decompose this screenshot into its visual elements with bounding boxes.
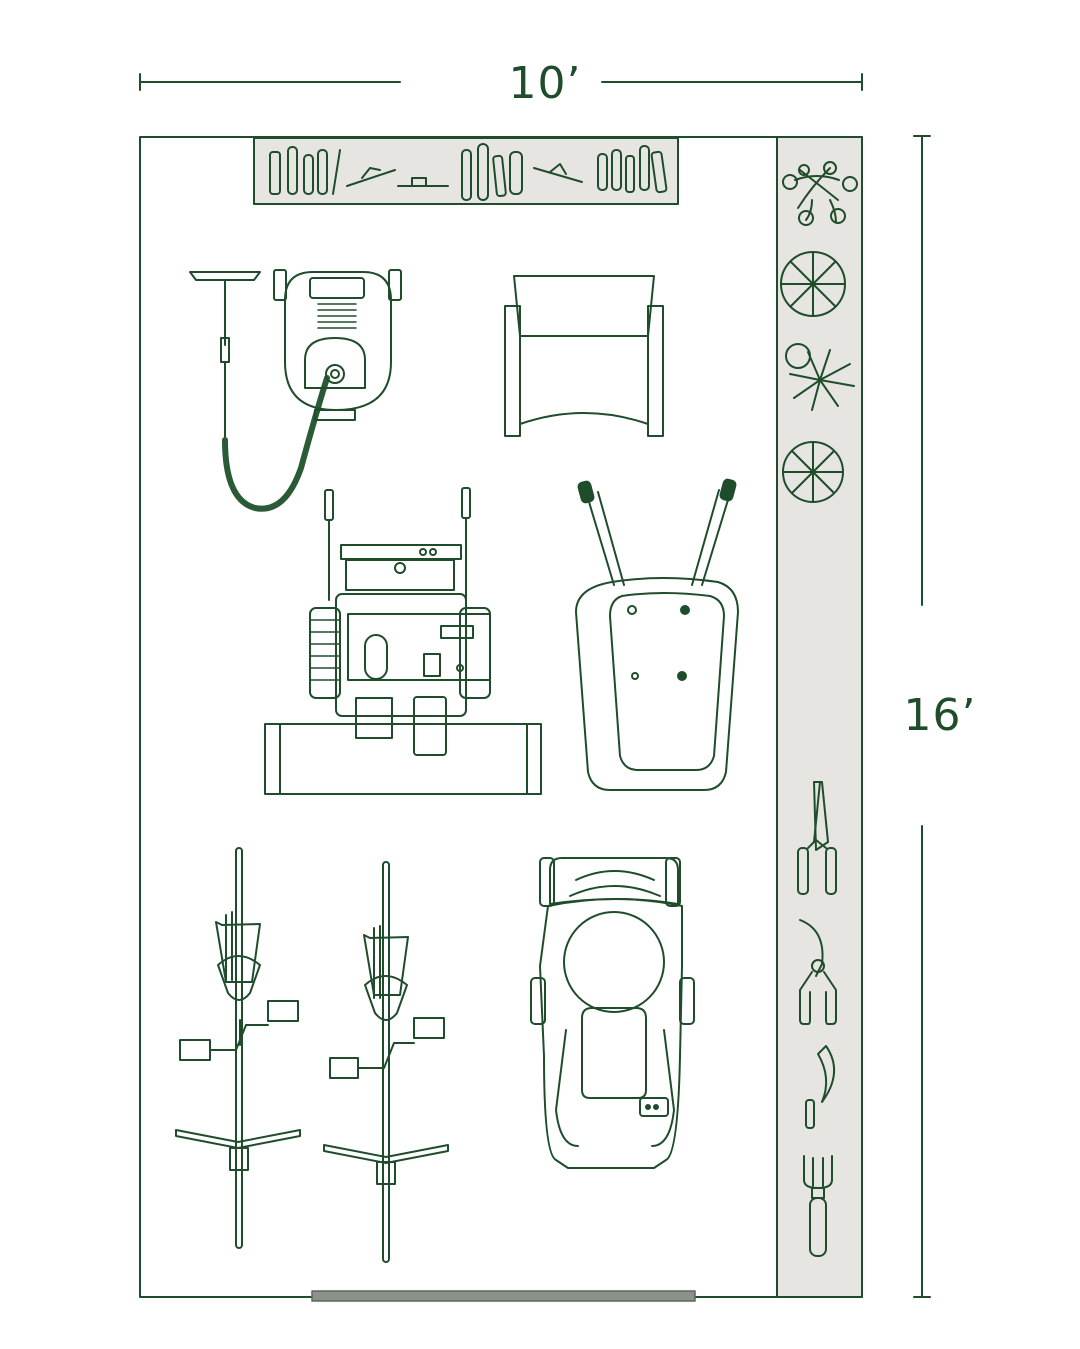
wheelbarrow [575, 478, 739, 791]
chair [504, 275, 664, 437]
bicycle [323, 861, 449, 1263]
side-shelf [776, 136, 863, 1298]
bicycle [175, 847, 301, 1249]
shed-outline [139, 136, 863, 1298]
depth-dimension-label: 16’ [903, 690, 977, 741]
depth-dimension-line [913, 135, 931, 1298]
plant [785, 343, 855, 411]
plant [780, 251, 846, 317]
door [311, 1290, 696, 1302]
pruning-shears [799, 919, 837, 1025]
plant [782, 161, 858, 226]
snow-blower [264, 487, 542, 795]
hand-cultivator [803, 1155, 833, 1257]
pressure-washer [189, 269, 402, 512]
plant [782, 441, 844, 503]
width-dimension-label: 10’ [508, 58, 582, 109]
lawn-mower [530, 857, 695, 1169]
top-shelf-tools [253, 137, 679, 205]
hedge-shears [797, 781, 837, 895]
sickle [805, 1045, 836, 1129]
width-dimension-line [139, 73, 863, 91]
